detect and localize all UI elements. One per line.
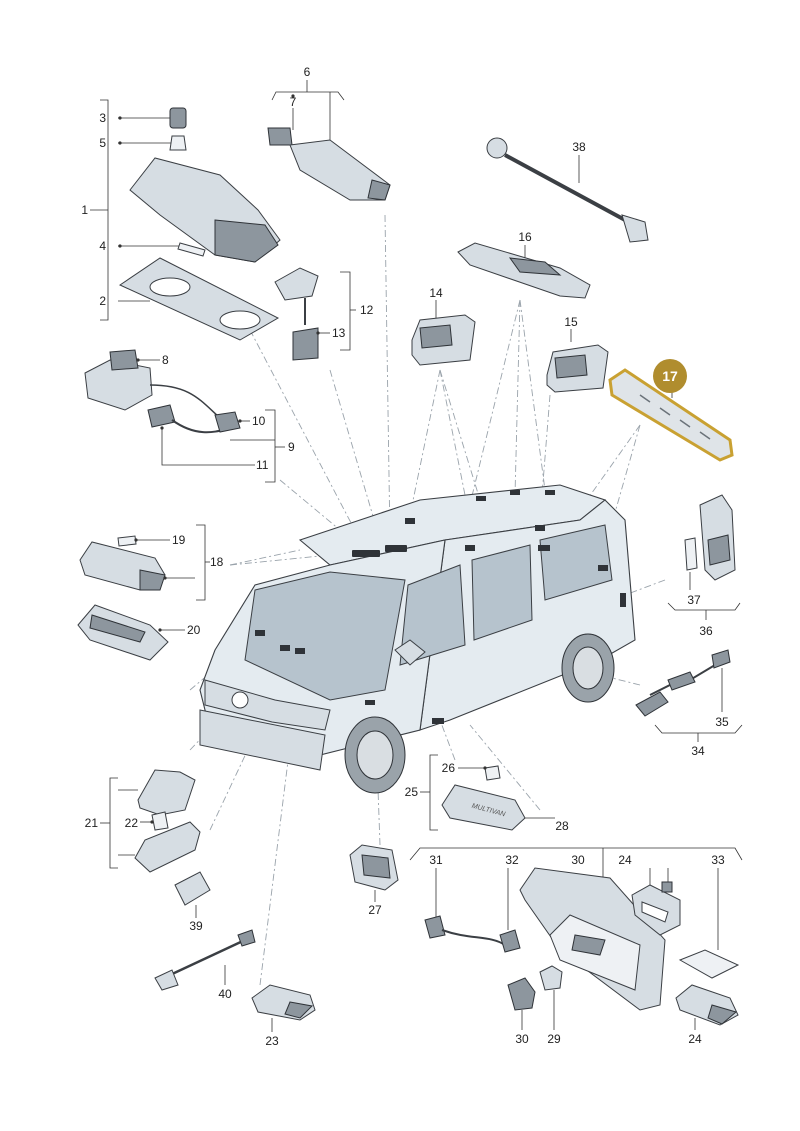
- gasket-33: [678, 949, 740, 979]
- callout-7: 7: [290, 95, 297, 109]
- callout-23: 23: [265, 1034, 279, 1048]
- callout-35: 35: [715, 715, 729, 729]
- callout-14: 14: [429, 286, 443, 300]
- callout-37: 37: [687, 593, 701, 607]
- part-group-12: [274, 267, 356, 361]
- callout-34: 34: [691, 744, 705, 758]
- callout-36: 36: [699, 624, 713, 638]
- part-15: [546, 329, 609, 393]
- connector-34: [635, 691, 669, 717]
- bulb-26: [484, 765, 501, 781]
- van-illustration: [199, 484, 636, 794]
- callout-38: 38: [572, 140, 586, 154]
- cable-end-40: [154, 969, 179, 991]
- callout-32: 32: [505, 853, 519, 867]
- callout-5: 5: [99, 136, 106, 150]
- part-group-21: [100, 769, 201, 873]
- lamp-21: [137, 769, 196, 816]
- callout-26: 26: [442, 761, 456, 775]
- callout-20: 20: [187, 623, 201, 637]
- lamp-23: [251, 984, 316, 1021]
- callout-13: 13: [332, 326, 346, 340]
- socket-39: [174, 871, 211, 906]
- part-16: [457, 242, 591, 299]
- callout-30-top: 30: [571, 853, 585, 867]
- callout-30-bottom: 30: [515, 1032, 529, 1046]
- callout-15: 15: [564, 315, 578, 329]
- callout-3: 3: [99, 111, 106, 125]
- callout-10: 10: [252, 414, 266, 428]
- callout-22: 22: [125, 816, 139, 830]
- callout-33: 33: [711, 853, 725, 867]
- connector-13: [292, 327, 319, 361]
- callout-8: 8: [162, 353, 169, 367]
- callout-12: 12: [360, 303, 374, 317]
- callout-29: 29: [547, 1032, 561, 1046]
- bulb-holder-29: [539, 965, 563, 991]
- bulb-5: [169, 135, 187, 151]
- bulb-37: [684, 537, 698, 571]
- part-group-9: [84, 349, 285, 483]
- sensor-disc-38: [486, 137, 508, 159]
- callout-18: 18: [210, 555, 224, 569]
- callout-16: 16: [518, 230, 532, 244]
- callout-40: 40: [218, 987, 232, 1001]
- callout-25: 25: [405, 785, 419, 799]
- part-group-36: [667, 494, 741, 620]
- sensor-head-38: [621, 214, 649, 243]
- connector-7: [267, 127, 293, 146]
- connector-30: [507, 977, 536, 1011]
- callout-27: 27: [368, 903, 382, 917]
- callout-24-bottom: 24: [688, 1032, 702, 1046]
- part-23: [251, 984, 316, 1032]
- connector-10: [214, 411, 241, 433]
- lamp-housing-21: [134, 821, 201, 873]
- callout-2: 2: [99, 294, 106, 308]
- highlight-badge-17: [653, 359, 687, 393]
- callout-4: 4: [99, 239, 106, 253]
- part-group-6: [267, 80, 391, 201]
- callout-9: 9: [288, 440, 295, 454]
- connector-32: [499, 929, 521, 953]
- callout-24-top: 24: [618, 853, 632, 867]
- part-39: [174, 871, 211, 918]
- callout-19: 19: [172, 533, 186, 547]
- clip: [661, 881, 673, 893]
- roof-console-lens: [214, 219, 279, 263]
- callout-31: 31: [429, 853, 443, 867]
- part-group-1: [90, 99, 281, 341]
- callout-28: 28: [555, 819, 569, 833]
- part-40: [154, 929, 256, 991]
- bulb-4: [177, 242, 206, 257]
- control-unit-8: [84, 359, 153, 411]
- bulb-22: [151, 811, 169, 831]
- part-27: [349, 844, 399, 902]
- connector-31: [424, 915, 446, 939]
- callout-1: 1: [81, 203, 88, 217]
- switch-12: [274, 267, 319, 301]
- bulb-19: [117, 535, 137, 547]
- bulb-socket-3: [169, 107, 187, 129]
- callout-6: 6: [304, 65, 311, 79]
- callout-39: 39: [189, 919, 203, 933]
- part-group-34: [635, 649, 743, 742]
- part-14: [411, 300, 476, 366]
- callout-21: 21: [85, 816, 99, 830]
- gasket-2: [118, 257, 280, 341]
- part-group-30: [409, 847, 743, 1030]
- part-17: 17: [608, 359, 734, 462]
- callout-17: 17: [662, 368, 678, 384]
- part-group-18: [77, 524, 210, 661]
- part-38: [486, 137, 649, 243]
- callout-11: 11: [256, 458, 269, 472]
- connector-11: [147, 404, 176, 428]
- part-group-25: MULTIVAN: [420, 754, 555, 831]
- light-strip-17: [608, 368, 734, 462]
- lamp-24: [675, 984, 739, 1026]
- windshield: [244, 571, 406, 701]
